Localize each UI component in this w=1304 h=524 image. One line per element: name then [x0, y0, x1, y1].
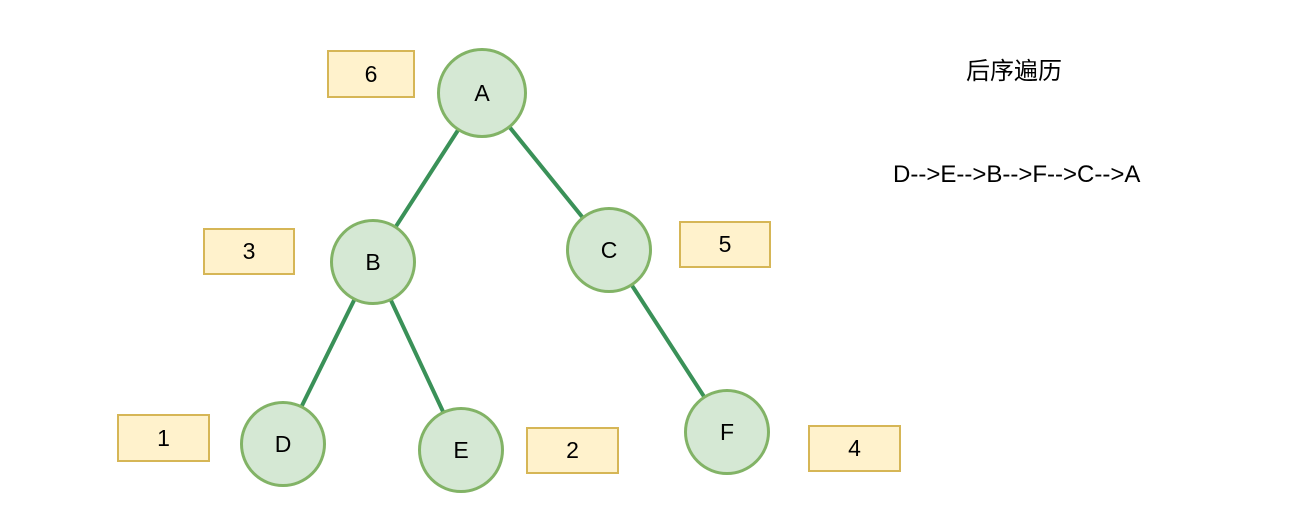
tree-node-e-label: E — [453, 436, 469, 463]
order-box-f: 4 — [808, 425, 901, 472]
tree-node-b-label: B — [365, 248, 381, 275]
order-box-a-value: 6 — [364, 60, 378, 87]
tree-node-c[interactable]: C — [566, 207, 652, 293]
tree-edge-b-e — [388, 297, 446, 415]
order-box-a: 6 — [327, 50, 415, 98]
tree-node-c-label: C — [600, 236, 618, 263]
order-box-b: 3 — [203, 228, 295, 275]
tree-node-a[interactable]: A — [437, 48, 527, 138]
order-box-b-value: 3 — [242, 238, 256, 264]
tree-edge-a-c — [507, 124, 586, 221]
order-box-f-value: 4 — [848, 435, 861, 461]
order-box-c-value: 5 — [718, 231, 732, 257]
tree-node-e[interactable]: E — [418, 407, 504, 493]
order-box-e: 2 — [526, 427, 619, 474]
tree-node-f-label: F — [719, 418, 735, 445]
tree-edge-a-b — [393, 127, 461, 230]
tree-node-a-label: A — [474, 79, 490, 106]
order-box-d-value: 1 — [157, 424, 170, 451]
order-box-c: 5 — [679, 221, 771, 268]
order-box-d: 1 — [117, 414, 210, 462]
traversal-title: 后序遍历 — [966, 58, 1062, 85]
tree-node-f[interactable]: F — [684, 389, 770, 475]
order-box-e-value: 2 — [566, 437, 579, 463]
tree-node-b[interactable]: B — [330, 219, 416, 305]
tree-node-d-label: D — [274, 430, 292, 457]
traversal-sequence: D-->E-->B-->F-->C-->A — [893, 161, 1141, 188]
tree-edge-c-f — [629, 282, 707, 400]
tree-node-d[interactable]: D — [240, 401, 326, 487]
tree-edge-b-d — [299, 296, 357, 410]
